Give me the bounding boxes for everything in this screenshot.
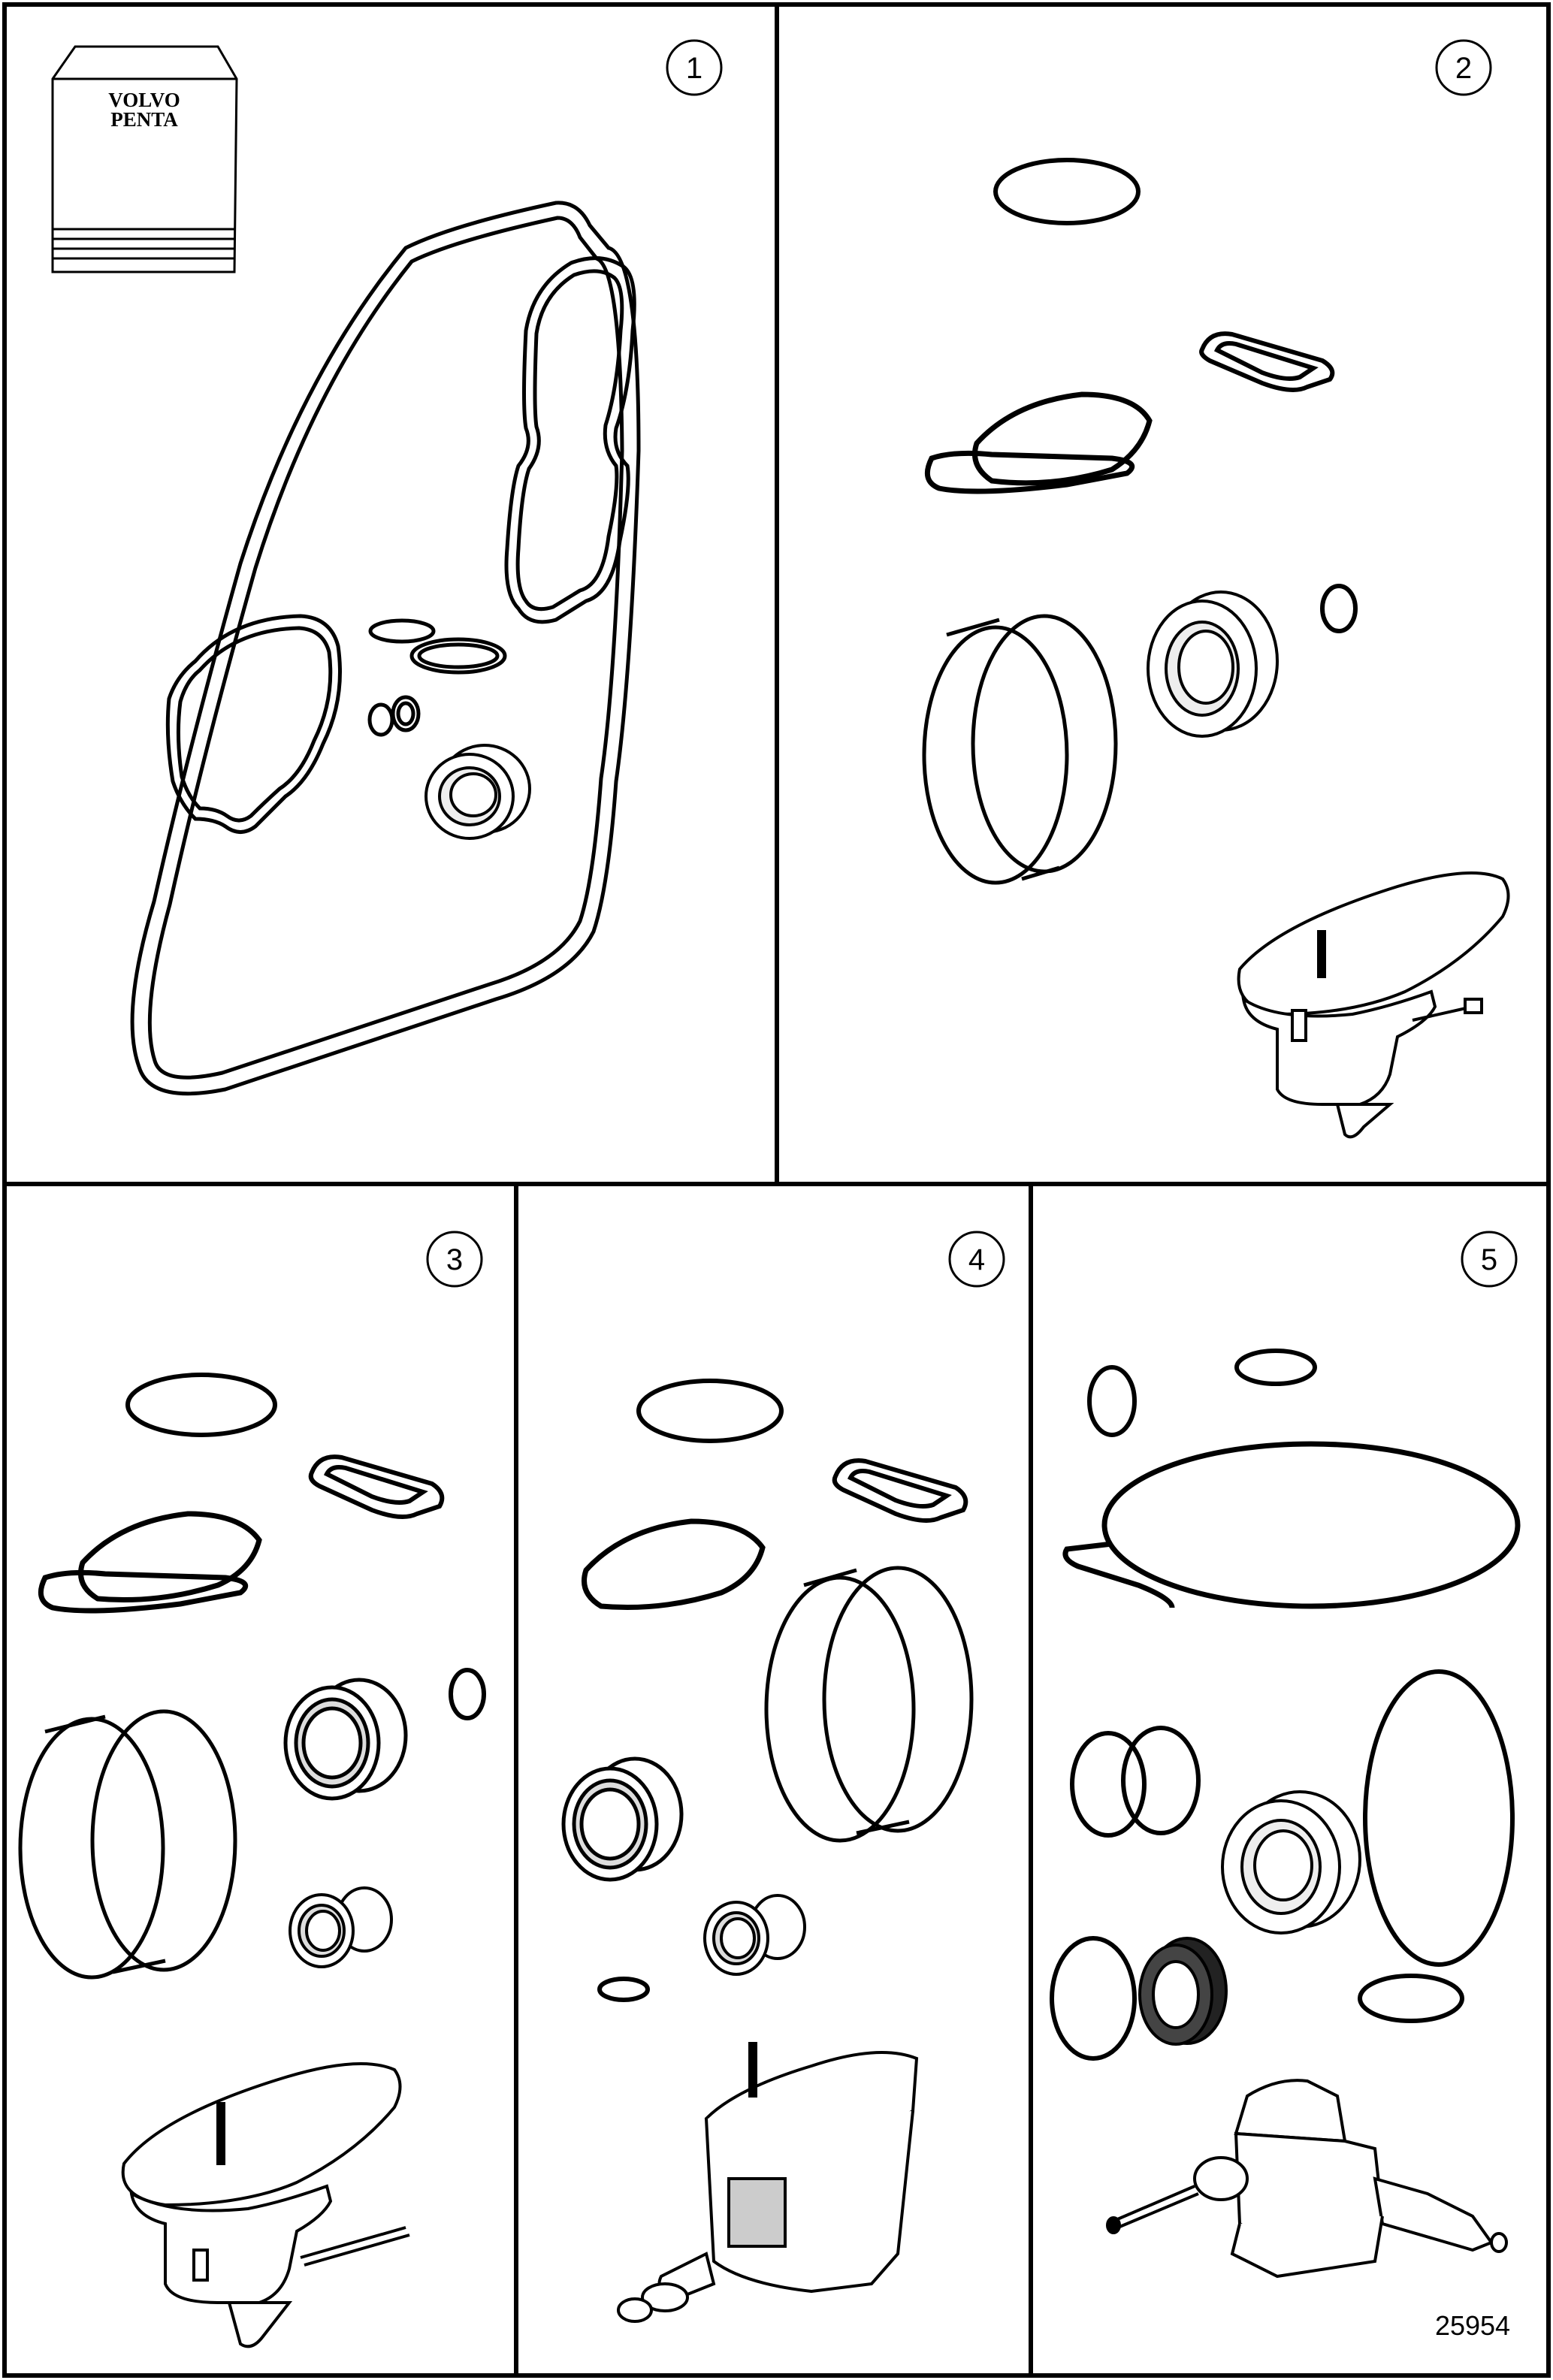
bellows-seal-panel-4 [561,1756,684,1882]
svg-text:VOLVO: VOLVO [108,89,180,111]
o-ring-top-panel-3 [125,1373,277,1437]
panel-number-4: 4 [948,1231,1005,1288]
svg-text:1: 1 [686,52,702,85]
figure-id-label: 25954 [1435,2310,1510,2341]
bellows-seal-panel-3 [283,1678,408,1801]
panel-number-2: 2 [1435,39,1492,96]
svg-text:3: 3 [446,1243,463,1276]
drive-unit-panel-4 [617,2042,919,2323]
triangular-gasket-panel-3 [38,1511,262,1614]
small-bellows-panel-3 [289,1886,393,1968]
large-seal-ring-panel-3 [18,1709,237,1980]
o-ring-top-panel-4 [636,1379,784,1443]
svg-text:5: 5 [1481,1243,1497,1276]
svg-text:4: 4 [968,1243,985,1276]
shaft-seal-panel-5 [1221,1790,1361,1935]
transom-shield-panel-5 [1106,2079,1508,2279]
triangular-gasket-panel-2 [924,391,1153,494]
small-bellows-panel-4 [703,1894,806,1976]
panel-number-5: 5 [1461,1231,1518,1288]
svg-text:PENTA: PENTA [110,108,178,131]
drive-unit-panel-3 [121,2062,410,2348]
rect-gasket-panel-4 [832,1458,968,1523]
o-rings-bottom-panel-5 [1050,1936,1464,2061]
large-seal-ring-panel-4 [764,1566,974,1843]
small-o-ring-panel-3 [449,1668,486,1720]
large-seal-ring-panel-2 [922,614,1118,885]
triangular-gasket-panel-4 [582,1518,766,1611]
small-o-ring-panel-4 [597,1977,650,2002]
left-cover-gasket [165,614,342,834]
volvo-penta-package-icon: VOLVO PENTA [51,45,238,273]
svg-text:2: 2 [1455,52,1472,85]
large-o-ring-panel-5 [1363,1669,1515,1967]
panel-number-3: 3 [426,1231,483,1288]
large-flat-gasket-panel-5 [1062,1441,1521,1609]
paired-o-rings-panel-5 [1070,1726,1201,1838]
rect-gasket-panel-3 [308,1454,445,1519]
dark-seal-panel-5 [1138,1937,1228,2046]
shaft-seal-panel-2 [1147,590,1279,738]
small-o-ring-panel-2 [1320,584,1358,633]
shaft-seal-panel-1 [425,744,531,840]
rect-gasket-panel-2 [1199,331,1335,392]
o-ring-top-panel-2 [993,158,1141,225]
small-o-rings-top-panel-5 [1087,1349,1317,1437]
upper-cover-gasket [504,256,636,624]
small-o-rings-panel-1 [367,618,507,737]
panel-number-1: 1 [666,39,723,96]
drive-unit-panel-2 [1237,871,1510,1139]
